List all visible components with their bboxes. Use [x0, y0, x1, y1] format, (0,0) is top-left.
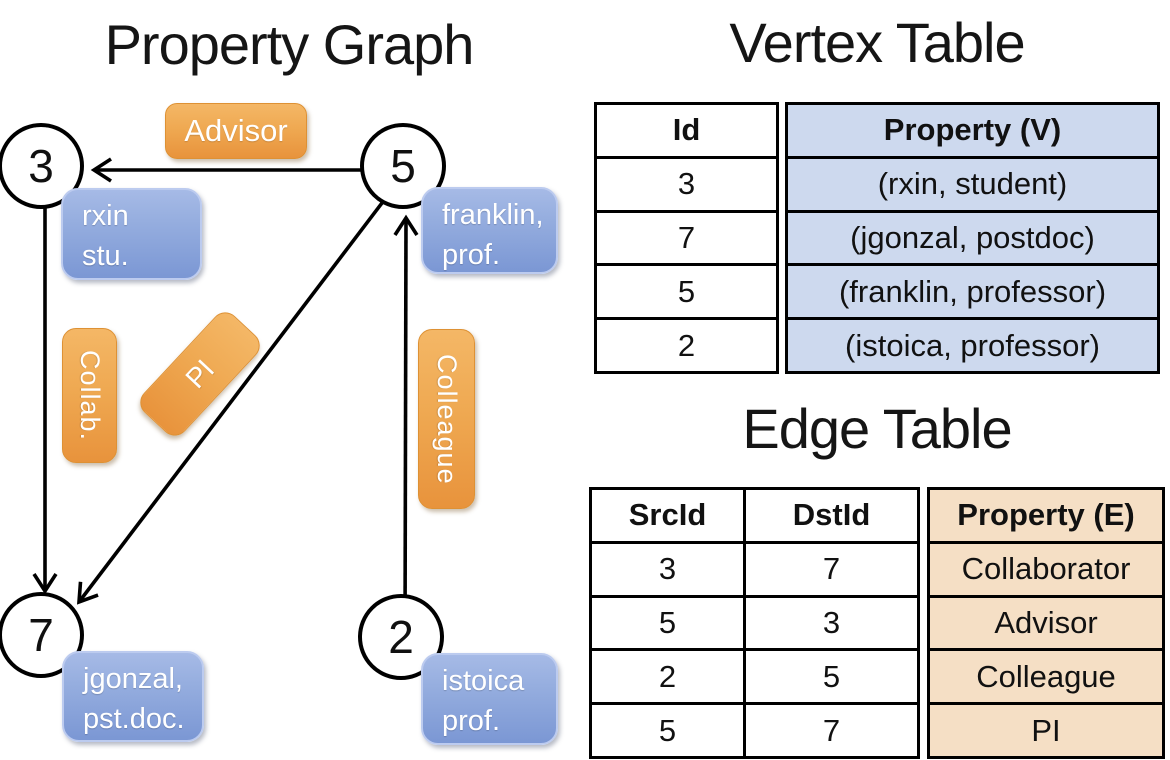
- edge-table-header-dstid: DstId: [743, 490, 917, 541]
- vertex-table-cell-id: 7: [677, 219, 696, 255]
- vertex-table-cell-property: (franklin, professor): [788, 266, 1157, 318]
- edge-table-cell-srcid: 5: [658, 712, 677, 748]
- edge-table-title: Edge Table: [742, 397, 1012, 460]
- edge-table-cell-dstid: 5: [743, 651, 917, 703]
- edge-colleague-2-to-5: [393, 214, 419, 642]
- graph-edges-canvas: [32, 157, 419, 642]
- vertex-table-header-id: Id: [672, 112, 701, 148]
- node-id-label: 7: [28, 609, 54, 661]
- vertex-property-line: jgonzal,: [83, 663, 183, 695]
- vertex-property-line: franklin,: [442, 199, 544, 231]
- edge-table-cell-dstid: 7: [743, 705, 917, 756]
- vertex-property-line: prof.: [442, 705, 501, 737]
- vertex-property-line: prof.: [442, 239, 501, 271]
- edge-label-advisor: Advisor: [165, 103, 307, 159]
- vertex-property-box-istoica: istoica prof.: [421, 653, 558, 745]
- edge-label-text: Advisor: [184, 113, 288, 148]
- edge-table: SrcId DstId 3 7 5 3 2 5 5 7 Property (E)…: [589, 487, 1165, 759]
- edge-label-text: PI: [179, 353, 220, 394]
- edge-table-cell-dstid: 7: [743, 543, 917, 595]
- vertex-table-cell-property: (istoica, professor): [788, 320, 1157, 371]
- vertex-table-title: Vertex Table: [729, 11, 1025, 74]
- edge-label-collab: Collab.: [62, 328, 117, 463]
- edge-table-cell-srcid: 3: [658, 551, 677, 587]
- edge-table-header-property: Property (E): [930, 490, 1162, 541]
- vertex-table-header-property: Property (V): [788, 105, 1157, 156]
- vertex-table-cell-property: (jgonzal, postdoc): [788, 212, 1157, 264]
- vertex-table-property-column: Property (V) (rxin, student) (jgonzal, p…: [785, 102, 1160, 374]
- node-id-label: 5: [390, 140, 416, 192]
- vertex-table-cell-property: (rxin, student): [788, 158, 1157, 210]
- vertex-property-box-rxin: rxin stu.: [61, 188, 202, 280]
- edge-label-colleague: Colleague: [418, 329, 475, 509]
- edge-table-cell-property: Colleague: [930, 651, 1162, 703]
- edge-table-cell-dstid: 3: [743, 597, 917, 649]
- vertex-property-box-jgonzal: jgonzal, pst.doc.: [62, 651, 204, 742]
- edge-table-cell-srcid: 2: [658, 658, 677, 694]
- edge-table-cell-property: Collaborator: [930, 543, 1162, 595]
- edge-pi-5-to-7: [76, 168, 409, 605]
- edge-label-text: Collab.: [75, 349, 105, 442]
- edge-table-cell-property: Advisor: [930, 597, 1162, 649]
- vertex-property-line: istoica: [442, 665, 525, 697]
- graph-node-5: 5: [360, 123, 446, 209]
- vertex-property-line: pst.doc.: [83, 703, 185, 735]
- node-id-label: 3: [28, 140, 54, 192]
- vertex-table-id-column: Id 3 7 5 2: [594, 102, 779, 374]
- vertex-property-line: stu.: [82, 240, 129, 272]
- graph-node-2: 2: [358, 594, 444, 680]
- node-id-label: 2: [388, 611, 414, 663]
- vertex-table-cell-id: 2: [677, 327, 696, 363]
- vertex-table-cell-id: 3: [677, 166, 696, 202]
- edge-table-header-srcid: SrcId: [628, 497, 707, 533]
- vertex-table-cell-id: 5: [677, 273, 696, 309]
- edge-table-cell-srcid: 5: [658, 604, 677, 640]
- edge-table-property-column: Property (E) Collaborator Advisor Collea…: [927, 487, 1165, 759]
- edge-table-cell-property: PI: [930, 705, 1162, 756]
- edge-table-src-dst-columns: SrcId DstId 3 7 5 3 2 5 5 7: [589, 487, 920, 759]
- edge-label-text: Colleague: [432, 353, 462, 485]
- property-graph-title: Property Graph: [104, 13, 475, 76]
- vertex-property-box-franklin: franklin, prof.: [421, 187, 558, 274]
- vertex-table: Id 3 7 5 2 Property (V) (rxin, student) …: [594, 102, 1160, 374]
- vertex-property-line: rxin: [82, 200, 129, 232]
